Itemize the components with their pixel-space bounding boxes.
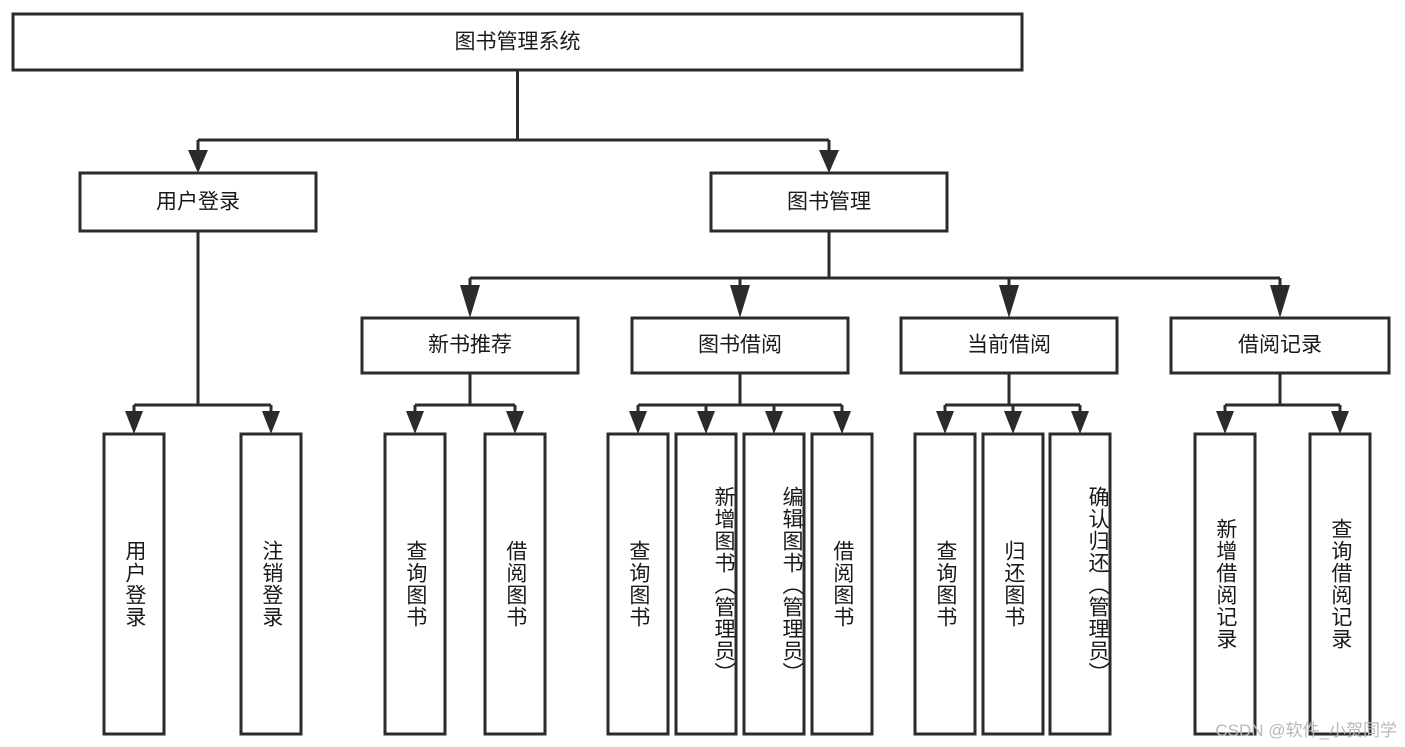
node-root-box[interactable] [11,12,1024,72]
node-borrow-record-box[interactable] [1169,316,1391,375]
node-book-manage[interactable]: 图书管理 [709,171,949,233]
connector-currentborrow-to-leaves [943,373,1082,416]
arrow-to-leaf-add-book-admin [697,411,715,434]
node-new-book-recommend-label: 新书推荐 [428,334,512,357]
node-book-manage-box[interactable] [709,171,949,233]
node-book-borrow-label: 图书借阅 [698,334,782,357]
node-new-book-recommend-box[interactable] [360,316,580,375]
node-user-login[interactable]: 用户登录 [78,171,318,233]
node-user-login-label: 用户登录 [156,191,240,214]
node-current-borrow-box[interactable] [899,316,1119,375]
arrow-to-leaf-user-login [125,411,143,434]
node-leaf-user-logout-box[interactable] [239,432,303,736]
arrow-to-leaf-borrow-book-recommend [506,411,524,434]
node-book-borrow[interactable]: 图书借阅 [630,316,850,375]
connector-layer [125,70,1349,434]
arrow-to-leaf-query-book-current [936,411,954,434]
node-borrow-record-label: 借阅记录 [1238,334,1322,357]
leaf-box-layer [102,432,1372,736]
arrow-to-leaf-query-borrow-record [1331,411,1349,434]
connector-bookmanage-to-level3 [468,231,1282,290]
arrow-to-leaf-edit-book-admin [765,411,783,434]
node-current-borrow-label: 当前借阅 [967,334,1051,357]
node-current-borrow[interactable]: 当前借阅 [899,316,1119,375]
arrow-to-leaf-confirm-return-admin [1071,411,1089,434]
connector-borrowrecord-to-leaves [1223,373,1342,416]
node-root[interactable]: 图书管理系统 [11,12,1024,72]
connector-newbook-to-leaves [413,373,517,416]
node-book-borrow-box[interactable] [630,316,850,375]
node-new-book-recommend[interactable]: 新书推荐 [360,316,580,375]
arrow-to-leaf-return-book [1004,411,1022,434]
arrow-to-user-login [188,150,208,173]
csdn-watermark: CSDN @软件_小贺同学 [1215,721,1397,740]
node-leaf-borrow-book-box[interactable] [810,432,874,736]
node-leaf-query-book-recommend-box[interactable] [383,432,447,736]
node-leaf-query-book-current-box[interactable] [913,432,977,736]
node-leaf-return-book-box[interactable] [981,432,1045,736]
connector-userlogin-to-leaves [132,231,273,416]
arrow-to-new-book-recommend [460,285,480,318]
arrow-to-book-manage [819,150,839,173]
connector-bookborrow-to-leaves [636,373,844,416]
arrow-to-current-borrow [999,285,1019,318]
node-leaf-user-login-box[interactable] [102,432,166,736]
arrow-to-leaf-add-borrow-record [1216,411,1234,434]
node-user-login-box[interactable] [78,171,318,233]
node-leaf-confirm-return-admin-box[interactable] [1048,432,1112,736]
arrow-to-book-borrow [730,285,750,318]
arrow-to-borrow-record [1270,285,1290,318]
arrow-to-leaf-borrow-book [833,411,851,434]
node-book-manage-label: 图书管理 [787,191,871,214]
node-leaf-query-borrow-record-box[interactable] [1308,432,1372,736]
node-leaf-add-book-admin-box[interactable] [674,432,738,736]
node-borrow-record[interactable]: 借阅记录 [1169,316,1391,375]
node-root-label: 图书管理系统 [455,31,581,54]
arrow-to-leaf-query-book-borrow [629,411,647,434]
node-leaf-borrow-book-recommend-box[interactable] [483,432,547,736]
arrow-to-leaf-query-book-recommend [406,411,424,434]
node-leaf-query-book-borrow-box[interactable] [606,432,670,736]
arrow-to-leaf-user-logout [262,411,280,434]
node-leaf-edit-book-admin-box[interactable] [742,432,806,736]
connector-root-to-level2 [196,70,831,155]
node-leaf-add-borrow-record-box[interactable] [1193,432,1257,736]
